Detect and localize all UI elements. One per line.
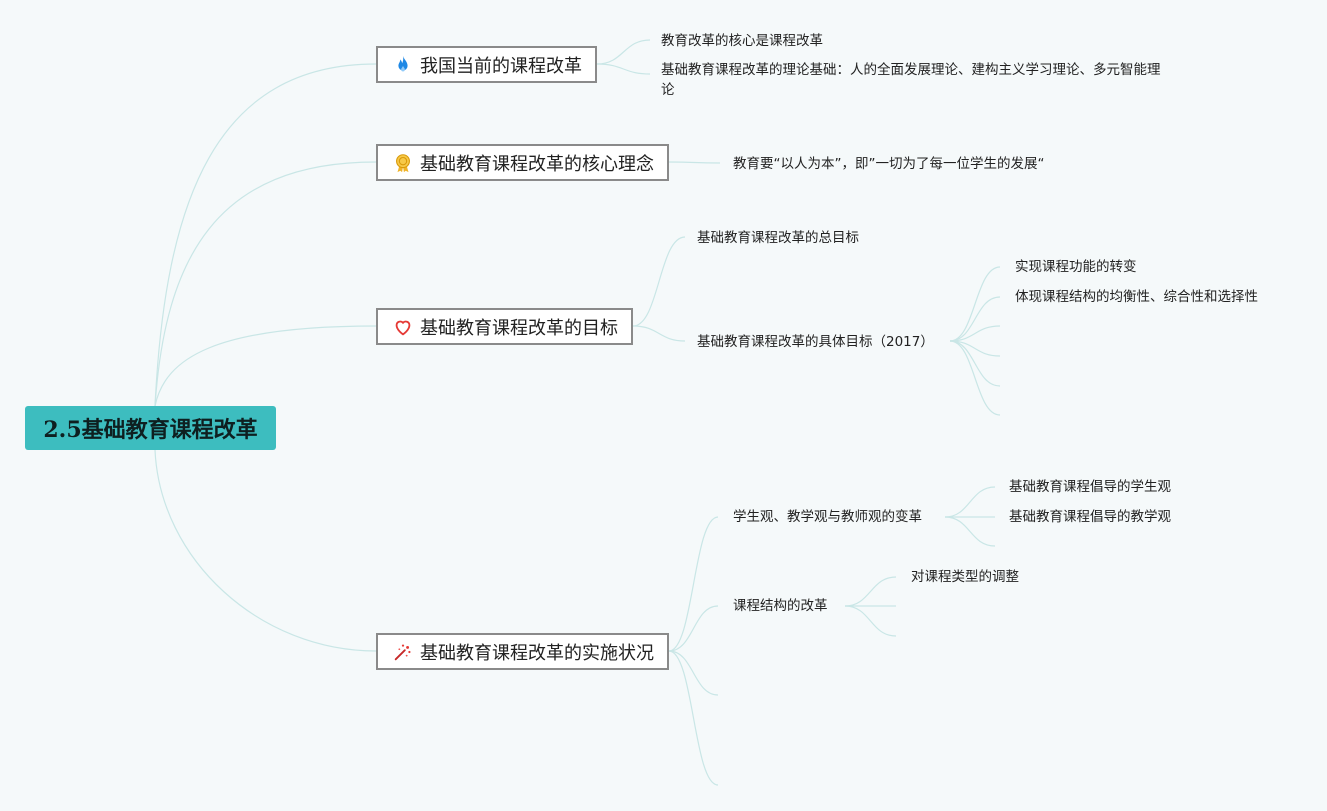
leaf-connector [668, 516, 719, 652]
root-topic-label: 2.5基础教育课程改革 [43, 417, 258, 443]
leaf-connector [949, 340, 1001, 387]
leaf-student-view[interactable]: 基础教育课程倡导的学生观 [1009, 479, 1171, 495]
leaf-structure-balance[interactable]: 体现课程结构的均衡性、综合性和选择性 [1015, 289, 1258, 305]
leaf-connector [632, 236, 686, 327]
leaf-connector [668, 161, 721, 164]
leaf-connector [632, 325, 686, 342]
topic-label: 基础教育课程改革的实施状况 [420, 642, 654, 664]
leaf-structure-reform[interactable]: 课程结构的改革 [733, 598, 828, 614]
leaf-connector [596, 39, 651, 65]
topic-curriculum-reform[interactable]: 我国当前的课程改革 [376, 46, 597, 83]
leaf-connector [668, 650, 719, 786]
leaf-connector [844, 576, 897, 607]
root-branch-line [154, 161, 377, 407]
root-branch-line [154, 63, 377, 407]
medal-icon [392, 152, 414, 174]
topic-core-concept[interactable]: 基础教育课程改革的核心理念 [376, 144, 669, 181]
leaf-connector [949, 296, 1001, 342]
leaf-core-of-reform[interactable]: 教育改革的核心是课程改革 [661, 33, 823, 49]
leaf-connector [944, 486, 996, 518]
leaf-people-oriented[interactable]: 教育要“以人为本”，即”一切为了每一位学生的发展“ [733, 156, 1045, 172]
topic-label: 基础教育课程改革的核心理念 [420, 153, 654, 175]
sparkle-icon [392, 641, 414, 663]
leaf-specific-goals[interactable]: 基础教育课程改革的具体目标（2017） [697, 334, 934, 350]
leaf-connector [596, 63, 651, 75]
topic-label: 我国当前的课程改革 [420, 55, 582, 77]
leaf-function-change[interactable]: 实现课程功能的转变 [1015, 259, 1137, 275]
leaf-connector [668, 650, 719, 696]
leaf-connector [844, 605, 897, 637]
leaf-connector [949, 340, 1001, 416]
root-branch-line [154, 325, 377, 407]
leaf-connector [949, 266, 1001, 342]
flame-icon [392, 54, 414, 76]
topic-implementation[interactable]: 基础教育课程改革的实施状况 [376, 633, 669, 670]
heart-icon [392, 316, 414, 338]
leaf-theory-basis[interactable]: 基础教育课程改革的理论基础：人的全面发展理论、建构主义学习理论、多元智能理论 [661, 62, 1161, 98]
leaf-type-adjustment[interactable]: 对课程类型的调整 [911, 569, 1019, 585]
leaf-connector [949, 325, 1001, 342]
leaf-connector [949, 340, 1001, 357]
leaf-teaching-view[interactable]: 基础教育课程倡导的教学观 [1009, 509, 1171, 525]
leaf-connector [668, 605, 719, 652]
root-topic[interactable]: 2.5基础教育课程改革 [25, 406, 276, 450]
leaf-overall-goal[interactable]: 基础教育课程改革的总目标 [697, 230, 859, 246]
root-branch-line [154, 449, 377, 652]
topic-label: 基础教育课程改革的目标 [420, 317, 618, 339]
topic-reform-goals[interactable]: 基础教育课程改革的目标 [376, 308, 633, 345]
leaf-views-change[interactable]: 学生观、教学观与教师观的变革 [733, 509, 922, 525]
leaf-connector [944, 516, 996, 547]
